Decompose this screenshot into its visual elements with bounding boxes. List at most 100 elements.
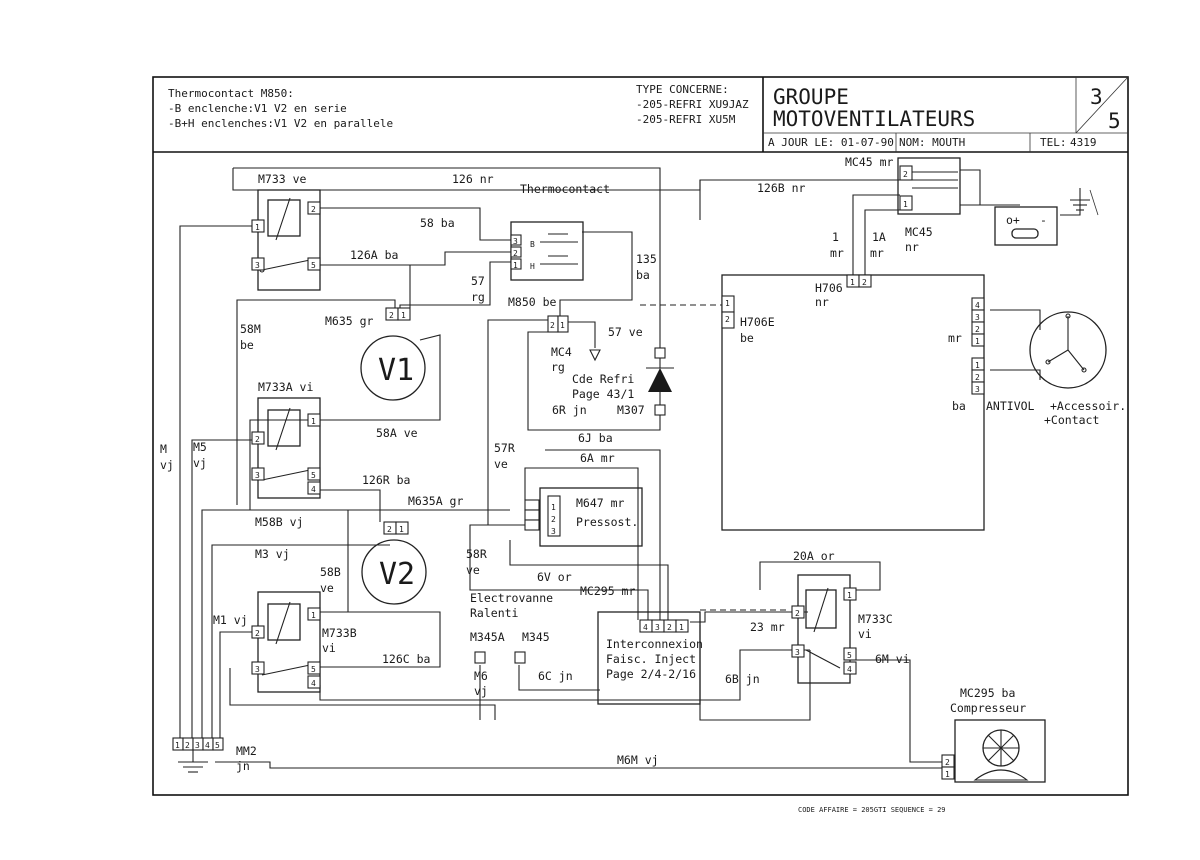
pressostat-m647: 1 2 3 M647 mr Pressost.	[524, 487, 643, 547]
m733c-label: M733C	[858, 612, 893, 626]
ground-mm2: 1 2 3 4 5 MM2 jn	[172, 737, 257, 773]
svg-text:4: 4	[975, 301, 980, 310]
interco-label-1: Interconnexion	[606, 637, 703, 651]
interconnexion-mc295: 4 3 2 1 MC295 mr Interconnexion Faisc. I…	[580, 584, 703, 705]
mc4-label: MC4	[551, 345, 572, 359]
antivol-label: ANTIVOL	[986, 399, 1035, 413]
svg-text:2: 2	[513, 249, 518, 258]
svg-text:3: 3	[975, 385, 980, 394]
svg-text:3: 3	[195, 741, 200, 750]
wire-M6Mvj: M6M vj	[617, 753, 659, 767]
wire-M6-vj: vj	[474, 684, 488, 698]
wire-126Rba: 126R ba	[362, 473, 410, 487]
wire-126Bnr: 126B nr	[757, 181, 806, 195]
svg-text:5: 5	[215, 741, 220, 750]
tel-value: 4319	[1070, 136, 1097, 149]
svg-text:1: 1	[975, 361, 980, 370]
svg-text:1: 1	[679, 623, 684, 632]
wire-1-mr: mr	[830, 246, 844, 260]
wire-58B: 58B	[320, 565, 341, 579]
wire-58R-ve: ve	[466, 563, 480, 577]
cde-refri-1: Cde Refri	[572, 372, 634, 386]
wire-M58Bvj: M58B vj	[255, 515, 303, 529]
mm2-color: jn	[236, 759, 250, 773]
relay-m733a: 2 1 3 5 4 M733A vi	[251, 380, 321, 499]
mc45-top-label: MC45 mr	[845, 155, 894, 169]
m733a-label: M733A vi	[258, 380, 313, 394]
svg-text:1: 1	[175, 741, 180, 750]
mc295-top-label: MC295 mr	[580, 584, 635, 598]
v2-label: V2	[379, 557, 415, 592]
type-concerne-1: -205-REFRI XU9JAZ	[636, 98, 749, 111]
mm2-label: MM2	[236, 744, 257, 758]
svg-text:1: 1	[975, 337, 980, 346]
svg-text:2: 2	[185, 741, 190, 750]
mc45-color: nr	[905, 240, 919, 254]
thermocontact-label: Thermocontact	[520, 182, 610, 196]
cde-refri-2: Page 43/1	[572, 387, 634, 401]
ba-right-label: ba	[952, 399, 966, 413]
name-field: NOM: MOUTH	[899, 136, 965, 149]
svg-text:1: 1	[560, 321, 565, 330]
wire-6Bjn: 6B jn	[725, 672, 760, 686]
wire-labels: 126 nr 58 ba 126A ba 57 rg 135 ba 57 ve …	[160, 172, 910, 767]
motor-v1: 2 1 V1 M635 gr	[325, 307, 426, 401]
svg-text:4: 4	[311, 679, 316, 688]
svg-text:1: 1	[945, 770, 950, 779]
pressost-label: Pressost.	[576, 515, 638, 529]
electrovanne-ralenti: Electrovanne Ralenti M345A M345	[470, 591, 553, 664]
wire-6Amr: 6A mr	[580, 451, 615, 465]
svg-text:2: 2	[255, 435, 260, 444]
wire-126Cba: 126C ba	[382, 652, 430, 666]
compresseur-label: Compresseur	[950, 701, 1026, 715]
thermocontact-note-b: -B enclenche:V1 V2 en serie	[168, 102, 347, 115]
svg-text:1: 1	[847, 591, 852, 600]
wire-58Ave: 58A ve	[376, 426, 418, 440]
thermocontact-note-title: Thermocontact M850:	[168, 87, 294, 100]
mc45-label: MC45	[905, 225, 933, 239]
wire-M1vj: M1 vj	[213, 613, 248, 627]
mc45-battery: 2 1 MC45 mr MC45 nr o+ -	[845, 155, 1099, 254]
mc295-bot-label: MC295 ba	[960, 686, 1015, 700]
wire-M-vj: vj	[160, 458, 174, 472]
svg-text:2: 2	[975, 373, 980, 382]
antivol-h706: 1 2 1 2 4 3 2 1 1 2 3 H706 nr H706E be m…	[721, 274, 1126, 531]
wire-M5-vj: vj	[193, 456, 207, 470]
svg-text:5: 5	[311, 665, 316, 674]
date-field: A JOUR LE: 01-07-90	[768, 136, 894, 149]
wire-57R-ve: ve	[494, 457, 508, 471]
h706-color: nr	[815, 295, 829, 309]
svg-text:4: 4	[311, 485, 316, 494]
svg-text:3: 3	[551, 527, 556, 536]
contact-h-label: H	[530, 262, 535, 271]
contact-b-label: B	[530, 240, 535, 249]
relay-m733b: 2 1 3 5 4 M733B vi	[251, 591, 357, 693]
wire-6Vor: 6V or	[537, 570, 572, 584]
interco-label-2: Faisc. Inject	[606, 652, 696, 666]
m635-label: M635 gr	[325, 314, 374, 328]
thermocontact-note-bh: -B+H enclenches:V1 V2 en parallele	[168, 117, 393, 130]
svg-text:o+: o+	[1006, 213, 1020, 227]
wire-58B-ve: ve	[320, 581, 334, 595]
contact-label: +Contact	[1044, 413, 1099, 427]
m647-label: M647 mr	[576, 496, 625, 510]
m733b-color: vi	[322, 641, 336, 655]
wire-1: 1	[832, 230, 839, 244]
svg-text:2: 2	[311, 205, 316, 214]
interco-label-3: Page 2/4-2/16	[606, 667, 696, 681]
svg-text:3: 3	[255, 261, 260, 270]
mc4-color: rg	[551, 360, 565, 374]
svg-text:2: 2	[795, 609, 800, 618]
svg-text:2: 2	[862, 278, 867, 287]
header-notes: Thermocontact M850: -B enclenche:V1 V2 e…	[168, 83, 749, 130]
svg-text:2: 2	[975, 325, 980, 334]
relay-m733: 1 2 3 5 M733 ve	[251, 172, 321, 291]
wire-23mr: 23 mr	[750, 620, 785, 634]
accessoir-label: +Accessoir.	[1050, 399, 1126, 413]
svg-text:4: 4	[847, 665, 852, 674]
svg-text:1: 1	[903, 200, 908, 209]
svg-text:2: 2	[945, 758, 950, 767]
svg-text:1: 1	[401, 311, 406, 320]
type-concerne-title: TYPE CONCERNE:	[636, 83, 729, 96]
svg-text:3: 3	[795, 648, 800, 657]
